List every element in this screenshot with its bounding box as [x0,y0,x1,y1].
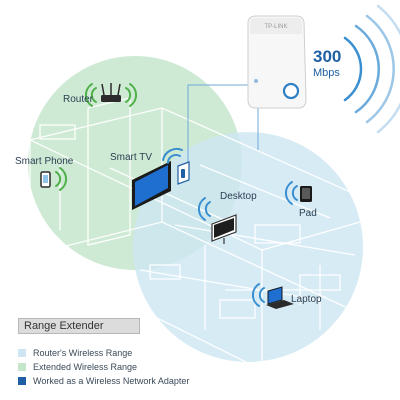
router-device-icon [101,83,121,102]
wps-button-icon [282,82,300,100]
smart-tv-device-icon [132,161,190,210]
legend: Router's Wireless Range Extended Wireles… [18,346,189,388]
legend-swatch [18,348,26,357]
diagram-title: Range Extender [18,318,140,334]
pad-device-icon [300,186,312,202]
range-extender-device [247,15,307,109]
pad-label: Pad [299,208,317,219]
desktop-label: Desktop [220,191,257,202]
brand-label: TP-LINK [264,24,287,30]
legend-swatch [18,376,26,385]
laptop-label: Laptop [291,294,322,305]
desktop-wifi-icon [198,197,211,221]
smart-tv-wifi-icon [162,147,183,164]
smart-phone-wifi-icon [55,167,67,191]
desktop-device-icon [211,214,237,244]
laptop-device-icon [266,286,294,309]
pad-wifi-icon [285,181,298,205]
legend-swatch [18,362,26,371]
router-label: Router [63,94,94,105]
router-wifi-icon [85,83,137,107]
legend-label: Extended Wireless Range [33,361,138,372]
speed-value: 300 [313,47,342,66]
legend-item-router-range: Router's Wireless Range [18,346,189,359]
smart-phone-device-icon [40,171,51,188]
laptop-wifi-icon [252,283,265,307]
floor-plan [28,97,397,371]
legend-item-network-adapter: Worked as a Wireless Network Adapter [18,374,189,387]
legend-label: Router's Wireless Range [33,347,133,358]
legend-item-extended-range: Extended Wireless Range [18,360,189,373]
extender-wifi-waves-icon [343,4,400,134]
speed-unit: Mbps [313,67,340,79]
smart-tv-label: Smart TV [110,152,153,163]
legend-label: Worked as a Wireless Network Adapter [33,375,190,386]
smart-phone-label: Smart Phone [15,156,74,167]
